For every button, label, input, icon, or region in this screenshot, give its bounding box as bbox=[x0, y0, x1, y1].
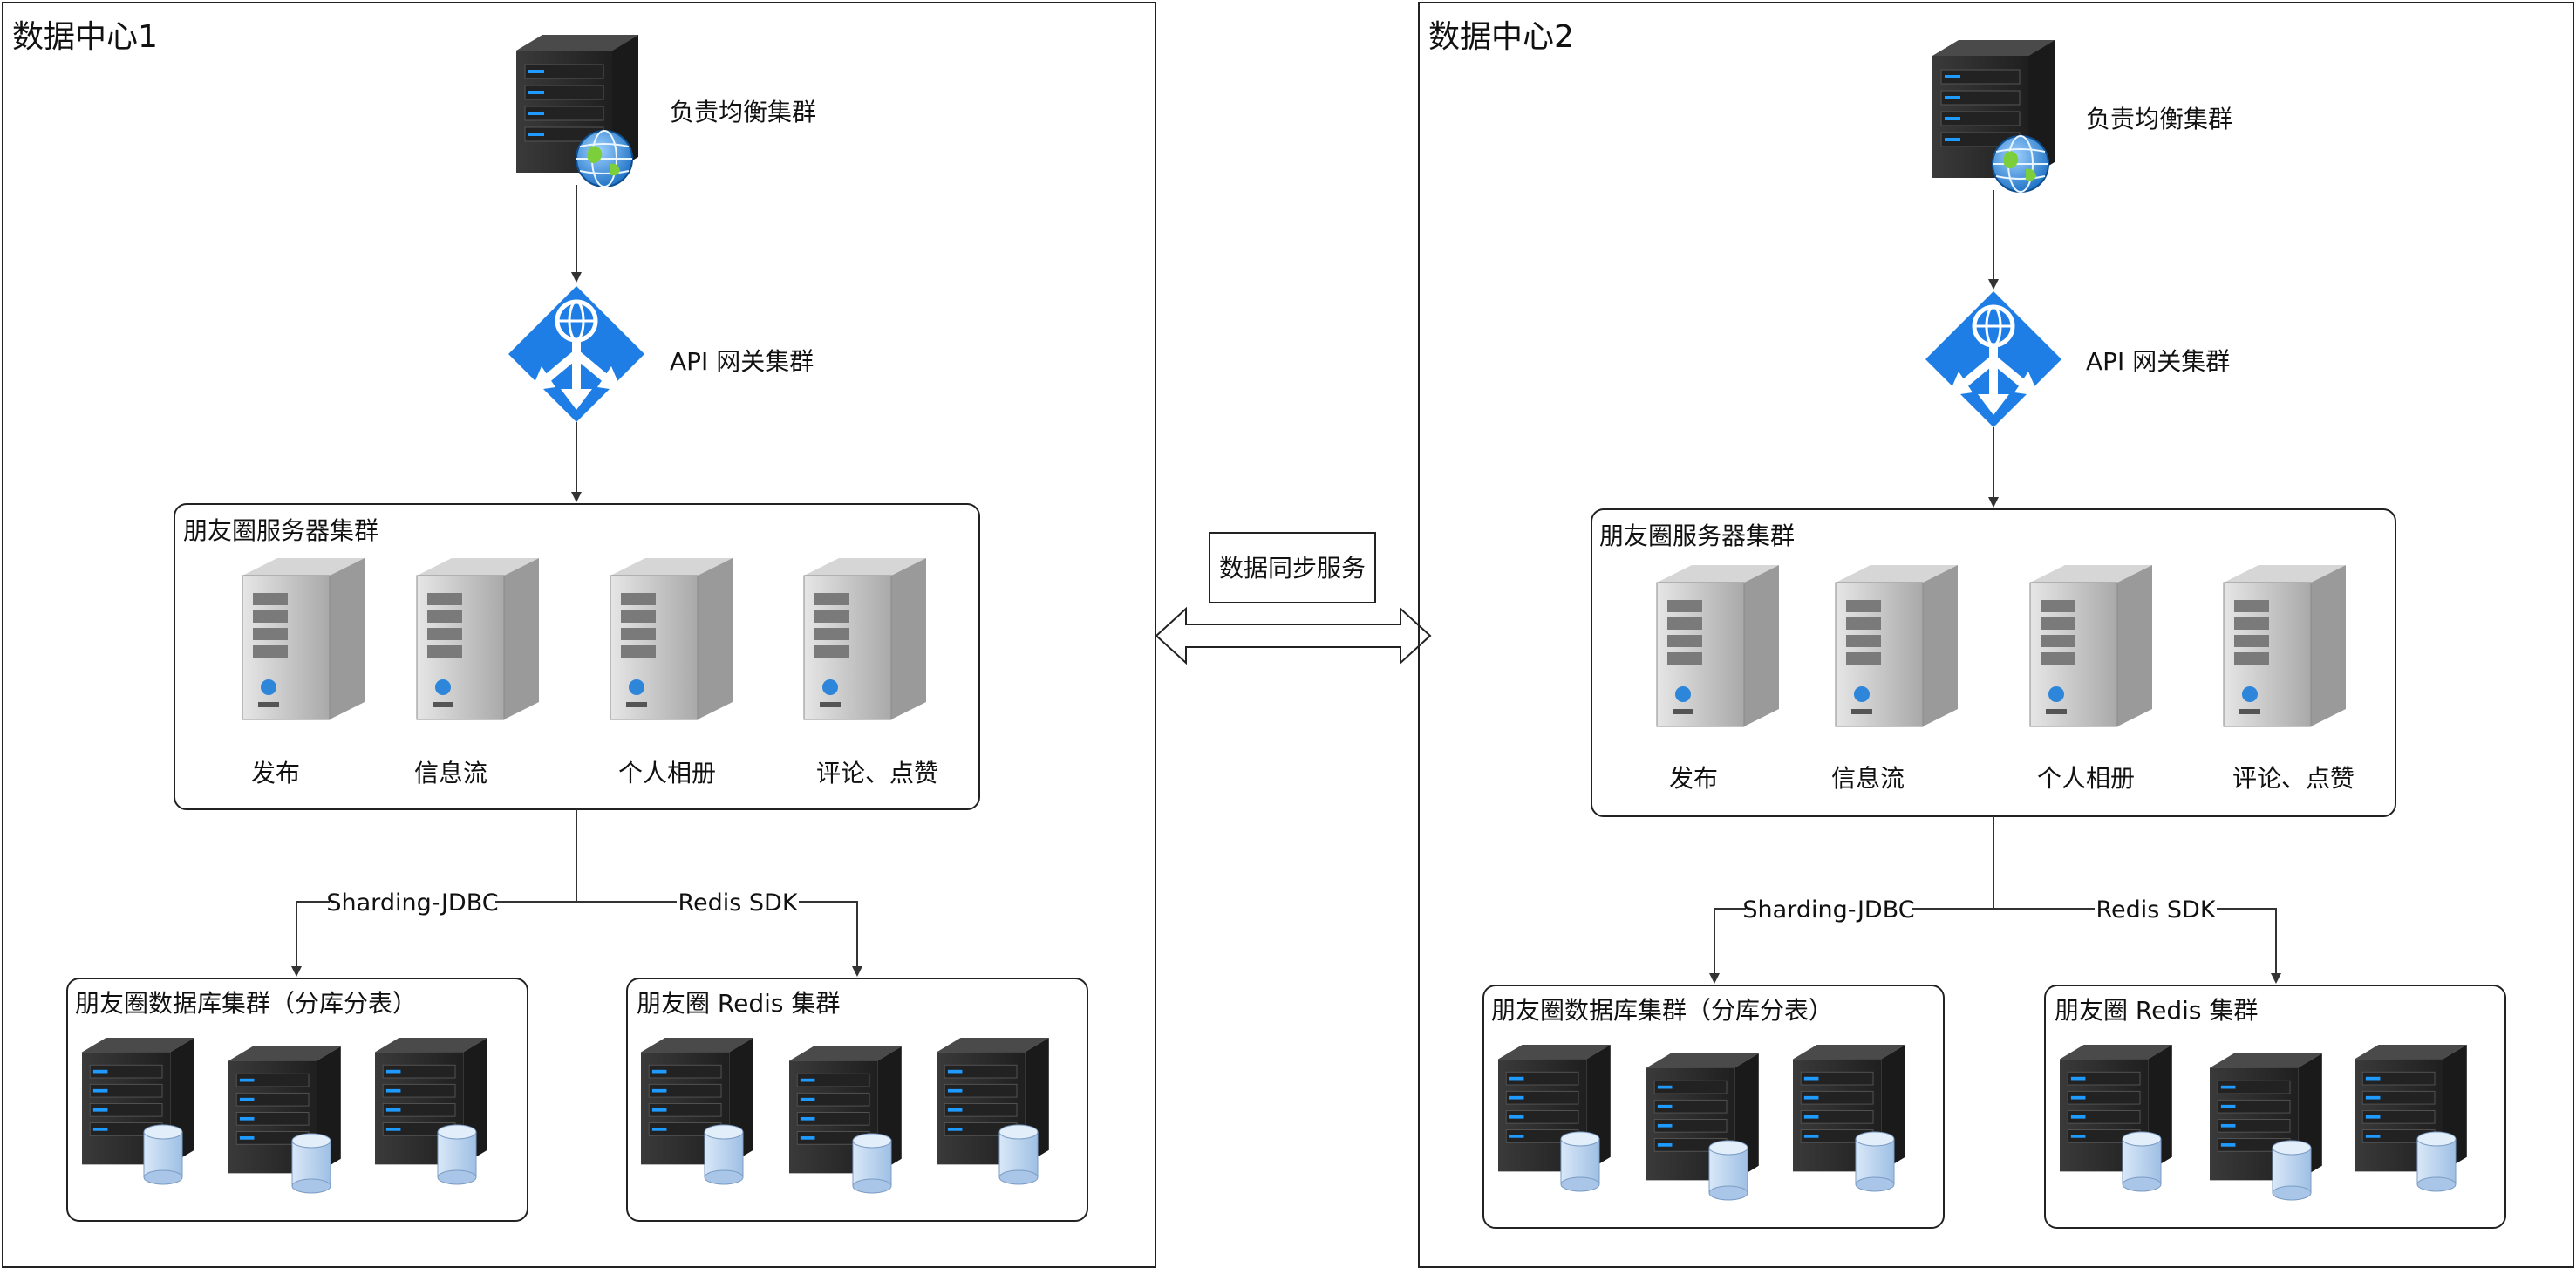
storage-edges-2: Sharding-JDBC Redis SDK bbox=[1709, 816, 2281, 984]
service-2-label-feed: 信息流 bbox=[1831, 764, 1905, 793]
service-1-album-icon[interactable] bbox=[610, 557, 733, 720]
service-1-label-publish: 发布 bbox=[251, 759, 300, 787]
service-cluster-1: 朋友圈服务器集群 发布 信息流 个人相册 评论、点赞 bbox=[174, 503, 980, 810]
service-2-label-publish: 发布 bbox=[1669, 764, 1718, 793]
redis-node-1-a-icon[interactable] bbox=[640, 1037, 754, 1185]
db-node-2-c-icon[interactable] bbox=[1792, 1044, 1906, 1192]
db-node-1-a-icon[interactable] bbox=[81, 1037, 195, 1185]
sync-double-arrow bbox=[1155, 606, 1432, 665]
api-gateway-2-icon[interactable] bbox=[1925, 291, 2061, 427]
service-1-comment-icon[interactable] bbox=[803, 557, 927, 720]
redis-node-1-b-icon[interactable] bbox=[788, 1046, 903, 1194]
sync-service: 数据同步服务 bbox=[1155, 532, 1432, 665]
service-2-label-comment: 评论、点赞 bbox=[2232, 764, 2355, 793]
db-cluster-2-title: 朋友圈数据库集群（分库分表） bbox=[1491, 996, 1833, 1025]
redis-cluster-1: 朋友圈 Redis 集群 bbox=[626, 978, 1088, 1222]
redis-node-2-a-icon[interactable] bbox=[2059, 1044, 2173, 1192]
load-balancer-1-label: 负责均衡集群 bbox=[670, 98, 816, 126]
db-cluster-2: 朋友圈数据库集群（分库分表） bbox=[1482, 985, 1945, 1229]
api-gateway-1-label: API 网关集群 bbox=[670, 347, 814, 376]
db-node-1-b-icon[interactable] bbox=[228, 1046, 342, 1194]
service-cluster-1-title: 朋友圈服务器集群 bbox=[183, 516, 378, 545]
storage-edges-1: Sharding-JDBC Redis SDK bbox=[291, 809, 862, 977]
service-2-comment-icon[interactable] bbox=[2223, 564, 2347, 727]
api-gateway-1-icon[interactable] bbox=[508, 286, 644, 422]
sync-service-label: 数据同步服务 bbox=[1219, 554, 1366, 583]
redis-node-2-c-icon[interactable] bbox=[2354, 1044, 2468, 1192]
edge-label-redis-1: Redis SDK bbox=[678, 890, 798, 917]
redis-cluster-2: 朋友圈 Redis 集群 bbox=[2044, 985, 2506, 1229]
db-cluster-1: 朋友圈数据库集群（分库分表） bbox=[66, 978, 528, 1222]
api-gateway-2-label: API 网关集群 bbox=[2086, 347, 2230, 376]
service-2-feed-icon[interactable] bbox=[1835, 564, 1959, 727]
service-2-label-album: 个人相册 bbox=[2037, 764, 2135, 793]
datacenter-1-frame bbox=[2, 2, 1156, 1268]
redis-node-1-c-icon[interactable] bbox=[936, 1037, 1050, 1185]
service-1-label-feed: 信息流 bbox=[414, 759, 487, 787]
datacenter-2-frame bbox=[1418, 2, 2574, 1268]
redis-node-2-b-icon[interactable] bbox=[2209, 1053, 2323, 1201]
redis-cluster-2-title: 朋友圈 Redis 集群 bbox=[2055, 996, 2258, 1025]
datacenter-2-title: 数据中心2 bbox=[1428, 19, 1574, 55]
db-node-1-c-icon[interactable] bbox=[374, 1037, 488, 1185]
datacenter-1-title: 数据中心1 bbox=[12, 19, 158, 55]
db-cluster-1-title: 朋友圈数据库集群（分库分表） bbox=[75, 989, 417, 1018]
load-balancer-1-icon[interactable] bbox=[515, 34, 639, 187]
service-1-feed-icon[interactable] bbox=[416, 557, 540, 720]
service-1-label-album: 个人相册 bbox=[618, 759, 716, 787]
load-balancer-2-icon[interactable] bbox=[1932, 39, 2055, 193]
service-2-publish-icon[interactable] bbox=[1656, 564, 1780, 727]
sync-service-box[interactable] bbox=[1209, 532, 1376, 603]
edge-label-redis-2: Redis SDK bbox=[2096, 896, 2216, 924]
service-cluster-2: 朋友圈服务器集群 发布 信息流 个人相册 评论、点赞 bbox=[1591, 508, 2396, 817]
load-balancer-2-label: 负责均衡集群 bbox=[2086, 105, 2232, 133]
edge-label-sharding-1: Sharding-JDBC bbox=[326, 890, 498, 917]
service-1-label-comment: 评论、点赞 bbox=[816, 759, 938, 787]
db-node-2-b-icon[interactable] bbox=[1646, 1053, 1760, 1201]
service-cluster-2-title: 朋友圈服务器集群 bbox=[1599, 522, 1795, 550]
service-1-publish-icon[interactable] bbox=[242, 557, 365, 720]
edge-label-sharding-2: Sharding-JDBC bbox=[1742, 896, 1914, 924]
datacenter-1: 数据中心1 负责均衡集群 API 网关集群 朋友圈服务器集群 发布 信息流 个人… bbox=[2, 2, 1156, 1268]
service-2-album-icon[interactable] bbox=[2029, 564, 2153, 727]
datacenter-2: 数据中心2 负责均衡集群 API 网关集群 朋友圈服务器集群 发布 信息流 个人… bbox=[1418, 2, 2574, 1268]
db-node-2-a-icon[interactable] bbox=[1497, 1044, 1612, 1192]
redis-cluster-1-title: 朋友圈 Redis 集群 bbox=[637, 989, 840, 1018]
